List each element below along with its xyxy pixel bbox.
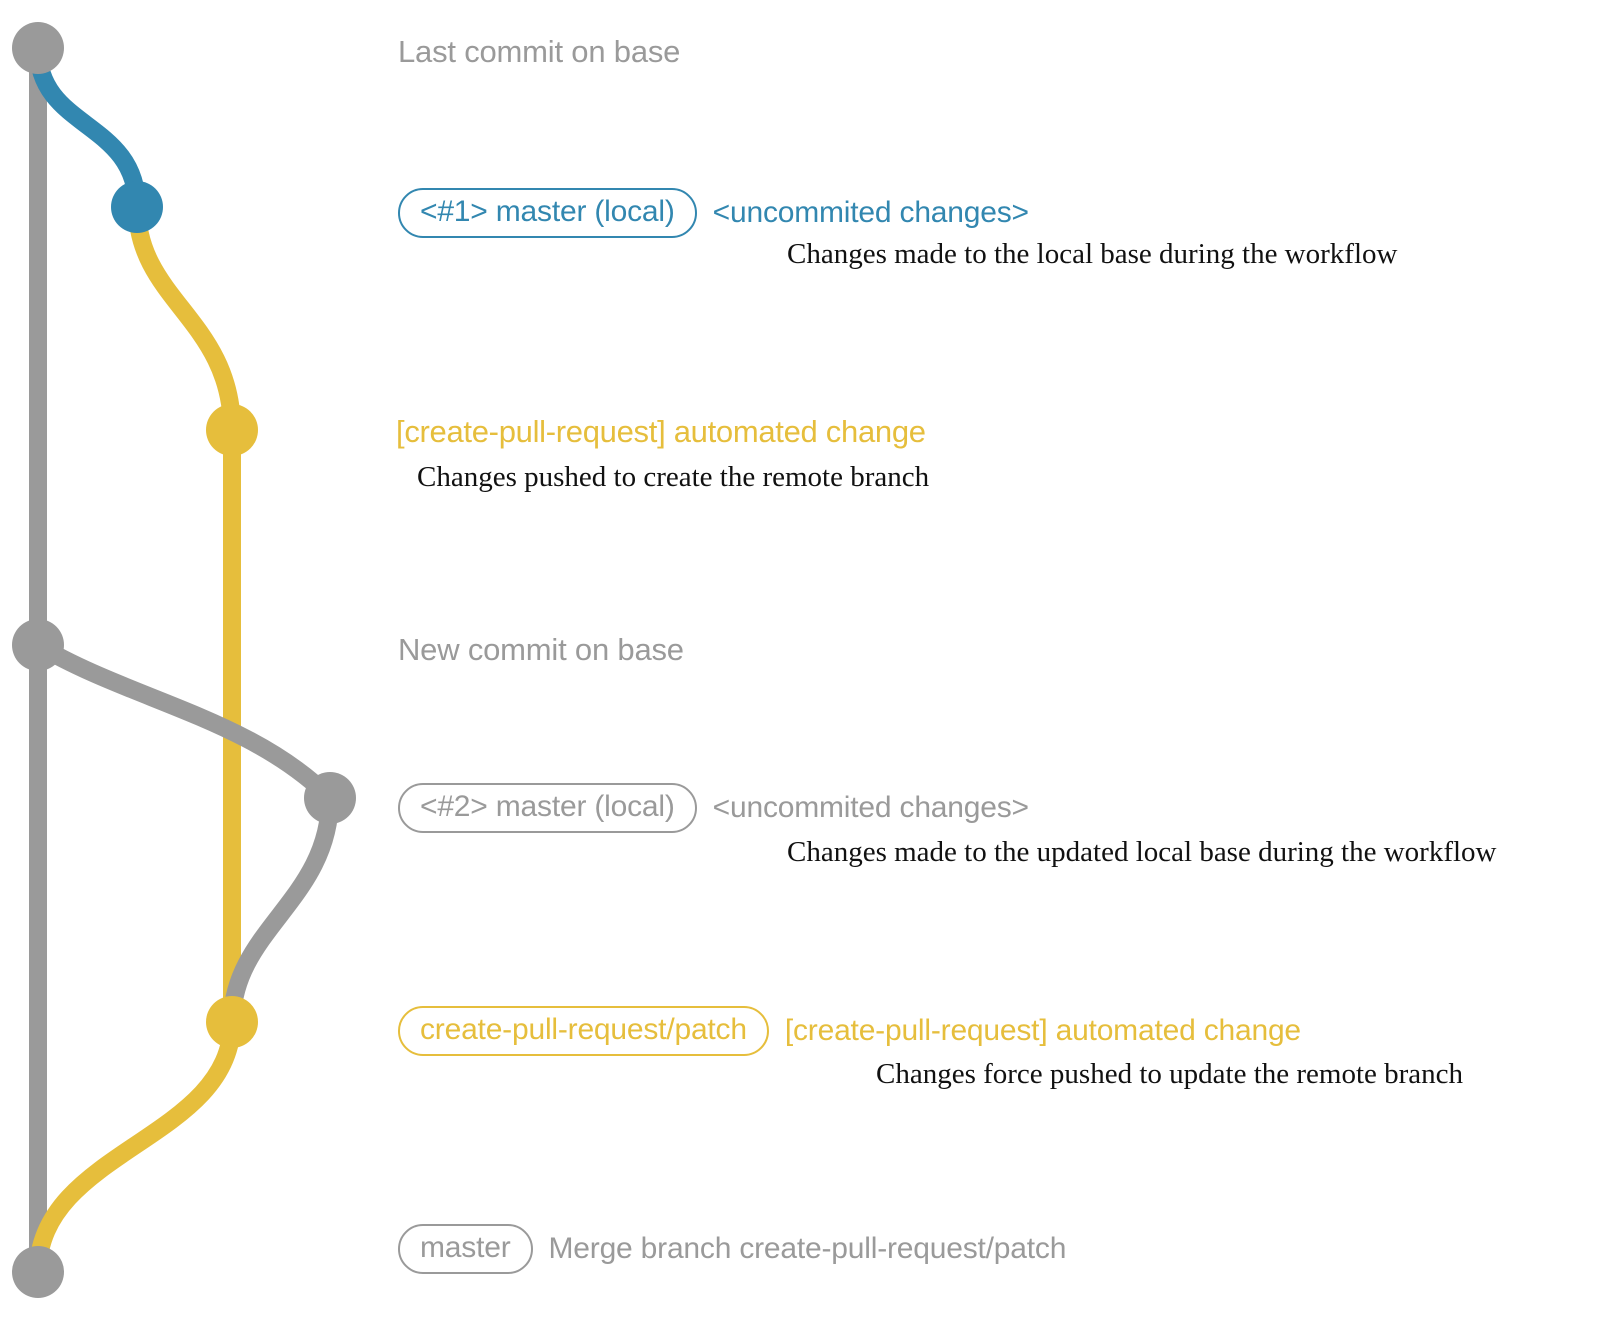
caption-automated-change-2: Changes force pushed to update the remot… bbox=[876, 1058, 1464, 1090]
label-last-commit-on-base: Last commit on base bbox=[398, 34, 681, 69]
commit-node-local-2[interactable] bbox=[304, 772, 356, 824]
edge-patch2-to-merge bbox=[29, 1013, 241, 1281]
badge-master-local-2[interactable]: <#2> master (local) bbox=[398, 783, 697, 833]
commit-node-base-top[interactable] bbox=[12, 22, 64, 74]
badge-master[interactable]: master bbox=[398, 1224, 533, 1274]
caption-local-change-1: Changes made to the local base during th… bbox=[787, 238, 1398, 270]
row-automated-change-2: create-pull-request/patch [create-pull-r… bbox=[398, 1006, 1301, 1056]
commit-node-base-new[interactable] bbox=[12, 619, 64, 671]
commit-node-patch-2[interactable] bbox=[206, 996, 258, 1048]
row-merge-commit: master Merge branch create-pull-request/… bbox=[398, 1224, 1066, 1274]
edge-base-to-local1 bbox=[29, 39, 146, 216]
caption-local-change-2: Changes made to the updated local base d… bbox=[787, 836, 1497, 868]
commit-message-local-1: <uncommited changes> bbox=[712, 196, 1029, 229]
edge-basenew-to-local2 bbox=[29, 636, 339, 807]
commit-message-merge: Merge branch create-pull-request/patch bbox=[548, 1232, 1067, 1265]
commit-node-local-1[interactable] bbox=[111, 181, 163, 233]
badge-create-pull-request-patch[interactable]: create-pull-request/patch bbox=[398, 1006, 769, 1056]
badge-master-local-1[interactable]: <#1> master (local) bbox=[398, 188, 697, 238]
commit-node-patch-1[interactable] bbox=[206, 404, 258, 456]
row-local-change-1: <#1> master (local) <uncommited changes> bbox=[398, 188, 1029, 238]
edge-local1-to-patch1 bbox=[128, 198, 241, 439]
row-local-change-2: <#2> master (local) <uncommited changes> bbox=[398, 783, 1029, 833]
commit-message-automated-2: [create-pull-request] automated change bbox=[784, 1014, 1301, 1047]
commit-message-local-2: <uncommited changes> bbox=[712, 791, 1029, 824]
edge-local2-to-patch2 bbox=[223, 789, 339, 1031]
label-new-commit-on-base: New commit on base bbox=[398, 632, 684, 667]
caption-automated-change-1: Changes pushed to create the remote bran… bbox=[417, 461, 930, 493]
commit-message-automated-1: [create-pull-request] automated change bbox=[396, 414, 926, 449]
commit-node-merge-bottom[interactable] bbox=[12, 1246, 64, 1298]
